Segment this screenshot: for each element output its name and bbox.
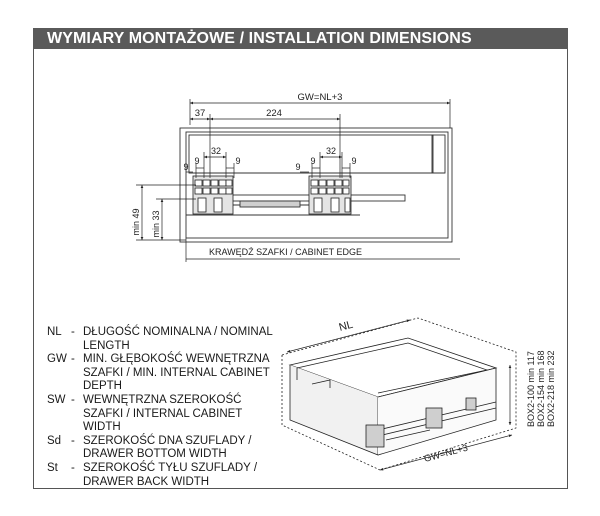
legend-text: DEPTH xyxy=(83,380,122,393)
legend-text: DRAWER BACK WIDTH xyxy=(83,475,210,488)
legend-text: LENGTH xyxy=(83,339,130,352)
page-title: WYMIARY MONTAŻOWE / INSTALLATION DIMENSI… xyxy=(33,28,568,49)
small-dim-label: 9 xyxy=(235,156,240,166)
abbreviation-legend: NL - DŁUGOŚĆ NOMINALNA / NOMINAL LENGTH … xyxy=(47,326,277,489)
right-fixing-block xyxy=(308,175,352,215)
dimension-lines xyxy=(136,99,460,262)
legend-item: GW - MIN. GŁĘBOKOŚĆ WEWNĘTRZNA SZAFKI / … xyxy=(47,353,270,393)
left-fixing-block xyxy=(192,175,234,215)
box-height-label: BOX2-100 min 117 xyxy=(526,351,536,427)
legend-item: SW - WEWNĘTRZNA SZEROKOŚĆ SZAFKI / INTER… xyxy=(47,393,243,434)
box-height-label: BOX2-218 min 232 xyxy=(546,350,556,427)
small-dim-label: 9 xyxy=(194,156,199,166)
legend-text: MIN. GŁĘBOKOŚĆ WEWNĘTRZNA xyxy=(83,353,270,366)
perspective-dimensions xyxy=(286,319,513,471)
drawer-perspective xyxy=(281,317,517,471)
legend-text: SZAFKI / INTERNAL CABINET xyxy=(83,407,243,420)
small-dim-label: 9 xyxy=(295,162,300,172)
legend-item: NL - DŁUGOŚĆ NOMINALNA / NOMINAL LENGTH xyxy=(47,326,273,352)
cabinet-section xyxy=(179,127,453,243)
legend-key: Sd xyxy=(47,434,62,447)
offset-dimension-label: 37 xyxy=(195,108,206,119)
legend-text: DRAWER BOTTOM WIDTH xyxy=(83,448,227,461)
legend-key: NL xyxy=(47,326,62,338)
small-dim-label: 9 xyxy=(310,156,315,166)
legend-text: WEWNĘTRZNA SZEROKOŚĆ xyxy=(83,393,242,406)
legend-key: SW xyxy=(47,393,66,406)
left-gap-label: 32 xyxy=(211,146,221,156)
legend-text: DŁUGOŚĆ NOMINALNA / NOMINAL xyxy=(83,326,273,338)
overall-dimension-label: GW=NL+3 xyxy=(298,92,343,103)
legend-item: St - SZEROKOŚĆ TYŁU SZUFLADY / DRAWER BA… xyxy=(47,461,258,488)
legend-key: GW xyxy=(47,353,67,366)
min-height-49-label: min 49 xyxy=(131,208,141,235)
small-dim-label: 9 xyxy=(351,156,356,166)
nominal-length-label: NL xyxy=(338,319,355,334)
legend-text: WIDTH xyxy=(83,421,121,434)
box-height-label: BOX2-154 min 168 xyxy=(536,350,546,427)
cabinet-edge-label: KRAWĘDŹ SZAFKI / CABINET EDGE xyxy=(209,247,362,257)
span-dimension-label: 224 xyxy=(266,108,282,119)
legend-key: St xyxy=(47,461,58,474)
small-dim-label: 9 xyxy=(183,162,188,172)
right-gap-label: 32 xyxy=(326,146,336,156)
legend-text: SZEROKOŚĆ TYŁU SZUFLADY / xyxy=(83,461,258,474)
depth-label: GW=NL+3 xyxy=(423,443,469,465)
min-height-33-label: min 33 xyxy=(151,210,161,237)
legend-text: SZAFKI / MIN. INTERNAL CABINET xyxy=(83,366,270,379)
legend-text: SZEROKOŚĆ DNA SZUFLADY / xyxy=(83,434,252,447)
legend-item: Sd - SZEROKOŚĆ DNA SZUFLADY / DRAWER BOT… xyxy=(47,434,252,461)
